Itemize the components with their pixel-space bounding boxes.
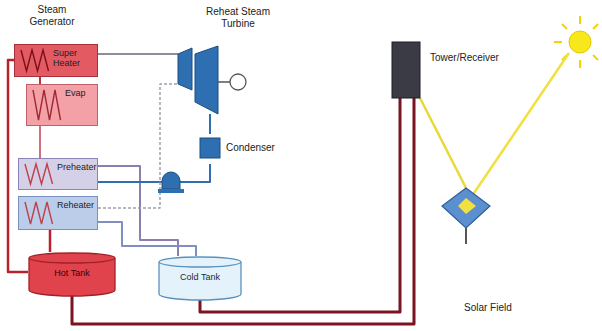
pipe-connector (39, 77, 41, 84)
text-group: Condenser (226, 134, 275, 154)
text-group: Reheater (57, 197, 96, 213)
receiver-block (392, 42, 420, 98)
text-group: Preheater (57, 159, 96, 175)
hot-tank: Hot Tank (28, 252, 116, 296)
preheater-box: Preheater (18, 158, 98, 190)
sun (554, 16, 598, 68)
pipe-connector (98, 222, 196, 256)
node-label: Reheater (57, 200, 93, 210)
lp-turbine (195, 46, 218, 114)
heat-exchanger-coil (25, 164, 53, 184)
text-group: Solar Field (436, 188, 512, 314)
hp-turbine (178, 48, 192, 90)
pipe-connector (49, 230, 52, 252)
text-group: Cold Tank (158, 256, 242, 282)
evaporator-box-shape (27, 85, 99, 127)
text-group: Evap (65, 85, 96, 101)
heat-exchanger-coil (25, 202, 53, 224)
sun-disc (569, 31, 591, 53)
cold-tank: Cold Tank (158, 256, 242, 300)
text-group: Reheat Steam Turbine (206, 4, 270, 29)
condenser: Condenser (200, 134, 296, 164)
node-label: Tower/Receiver (430, 52, 499, 64)
reheater-box: Reheater (18, 196, 98, 230)
tower-receiver: Tower/Receiver (392, 42, 524, 98)
steam-turbine: Reheat Steam Turbine (178, 4, 294, 114)
pipe-connector (209, 114, 211, 134)
feed-pump (158, 172, 184, 193)
heat-exchanger-coil (33, 90, 61, 120)
node-label: Reheat Steam Turbine (206, 6, 270, 29)
node-label: Cold Tank (158, 272, 242, 282)
superheater-box: Super Heater (14, 44, 98, 77)
heliostat-mirror (442, 188, 490, 228)
heat-exchanger-coil (21, 50, 49, 71)
tank-body (159, 262, 241, 300)
mirror-post (465, 228, 467, 244)
evaporator-box: Evap (26, 84, 98, 126)
text-group: Super Heater (53, 45, 96, 72)
pipe-connector (98, 164, 210, 182)
solar-field: Solar Field (436, 188, 546, 324)
tank-top (29, 253, 115, 263)
pipe-connector (72, 98, 414, 324)
pipe-connector (39, 126, 41, 158)
tank-top (159, 257, 241, 267)
node-label: Hot Tank (28, 268, 116, 278)
mirror-glint (458, 198, 476, 214)
tank-body (29, 258, 115, 296)
tower-receiver-shape (392, 42, 524, 98)
condenser-block (200, 138, 220, 158)
sun-rays (554, 16, 598, 68)
node-label: Super Heater (53, 48, 93, 69)
pipe-connector (98, 53, 178, 55)
node-label: Condenser (226, 142, 275, 154)
sunlight-beam (472, 53, 569, 196)
pipe-connector (420, 98, 466, 188)
text-group: Hot Tank (28, 252, 116, 278)
text-group: Tower/Receiver (430, 42, 499, 64)
node-label: Evap (65, 88, 93, 98)
node-label: Preheater (57, 162, 93, 172)
group-label: Steam Generator (14, 4, 90, 27)
node-label: Solar Field (464, 302, 512, 314)
generator (230, 74, 246, 90)
shaft (218, 81, 230, 83)
